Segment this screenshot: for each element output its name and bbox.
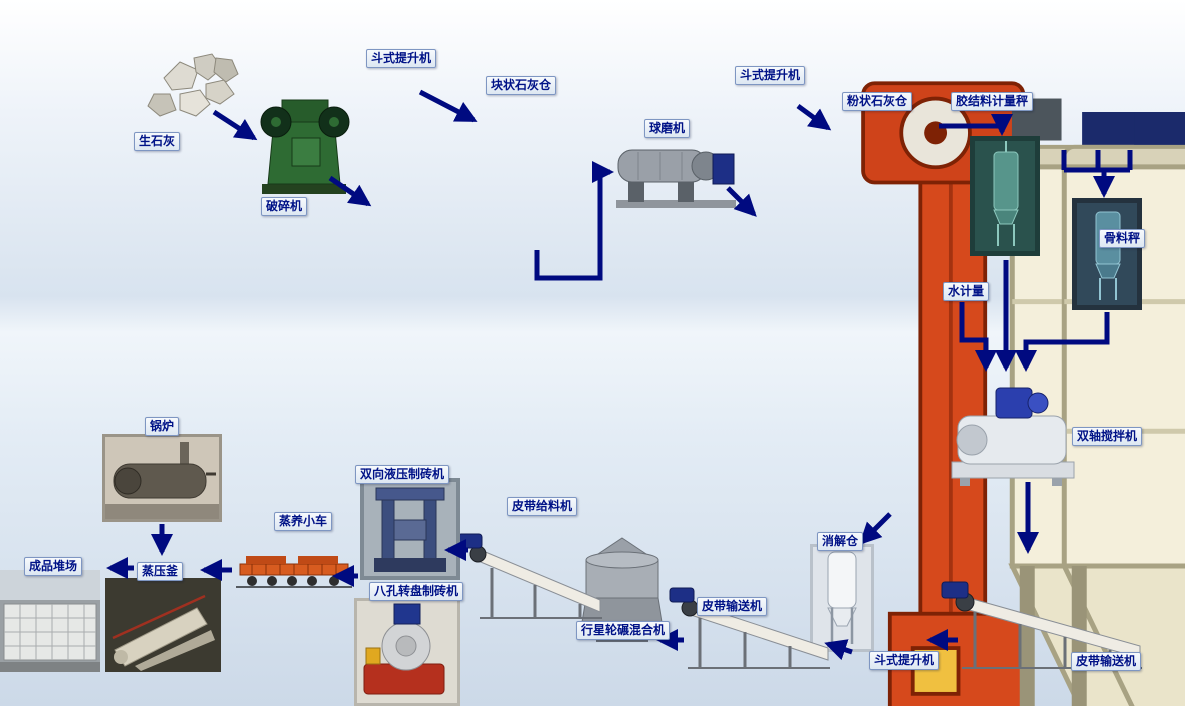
- label-hydraulic-brick-machine: 双向液压制砖机: [355, 465, 450, 484]
- label-quicklime: 生石灰: [134, 132, 181, 151]
- belt-conveyor-right: [941, 581, 1142, 669]
- aggregate-scale-photo: [1072, 198, 1142, 310]
- boiler-photo: [102, 434, 222, 522]
- label-boiler: 锅炉: [145, 417, 180, 436]
- jaw-crusher: [260, 99, 350, 194]
- label-digestion-silo: 消解仓: [817, 532, 864, 551]
- label-lump-lime-silo: 块状石灰仓: [486, 76, 557, 95]
- curing-trolley: [236, 556, 352, 588]
- label-bucket-elevator-2: 斗式提升机: [735, 66, 806, 85]
- label-binder-scale: 胶结料计量秤: [951, 92, 1034, 111]
- label-ball-mill: 球磨机: [644, 119, 691, 138]
- label-product-yard: 成品堆场: [24, 557, 83, 576]
- label-powder-lime-silo: 粉状石灰仓: [842, 92, 913, 111]
- digestion-silo-photo: [810, 544, 874, 652]
- quicklime-rocks: [147, 53, 239, 117]
- label-bucket-elevator-3: 斗式提升机: [869, 651, 940, 670]
- ball-mill: [616, 149, 736, 208]
- label-bucket-elevator-1: 斗式提升机: [366, 49, 437, 68]
- label-autoclave: 蒸压釜: [137, 562, 184, 581]
- label-belt-conveyor-mid: 皮带输送机: [697, 597, 768, 616]
- label-water-meter: 水计量: [943, 282, 990, 301]
- label-aggregate-scale: 骨料秤: [1099, 229, 1146, 248]
- product-yard-photo: [0, 570, 100, 672]
- autoclave-photo: [105, 578, 221, 672]
- label-curing-trolley: 蒸养小车: [274, 512, 333, 531]
- belt-feeder: [457, 533, 602, 619]
- label-planetary-mixer: 行星轮碾混合机: [576, 621, 671, 640]
- rotary-brick-machine-photo: [354, 598, 460, 706]
- hydraulic-brick-machine-photo: [360, 478, 460, 580]
- label-belt-conveyor-right: 皮带输送机: [1071, 652, 1142, 671]
- label-rotary-brick-machine: 八孔转盘制砖机: [369, 582, 464, 601]
- label-belt-feeder: 皮带给料机: [507, 497, 578, 516]
- label-crusher: 破碎机: [261, 197, 308, 216]
- label-twin-shaft-mixer: 双轴搅拌机: [1072, 427, 1143, 446]
- binder-scale-photo: [970, 136, 1040, 256]
- flow-arrows: [105, 89, 1133, 661]
- twin-shaft-mixer: [951, 387, 1075, 486]
